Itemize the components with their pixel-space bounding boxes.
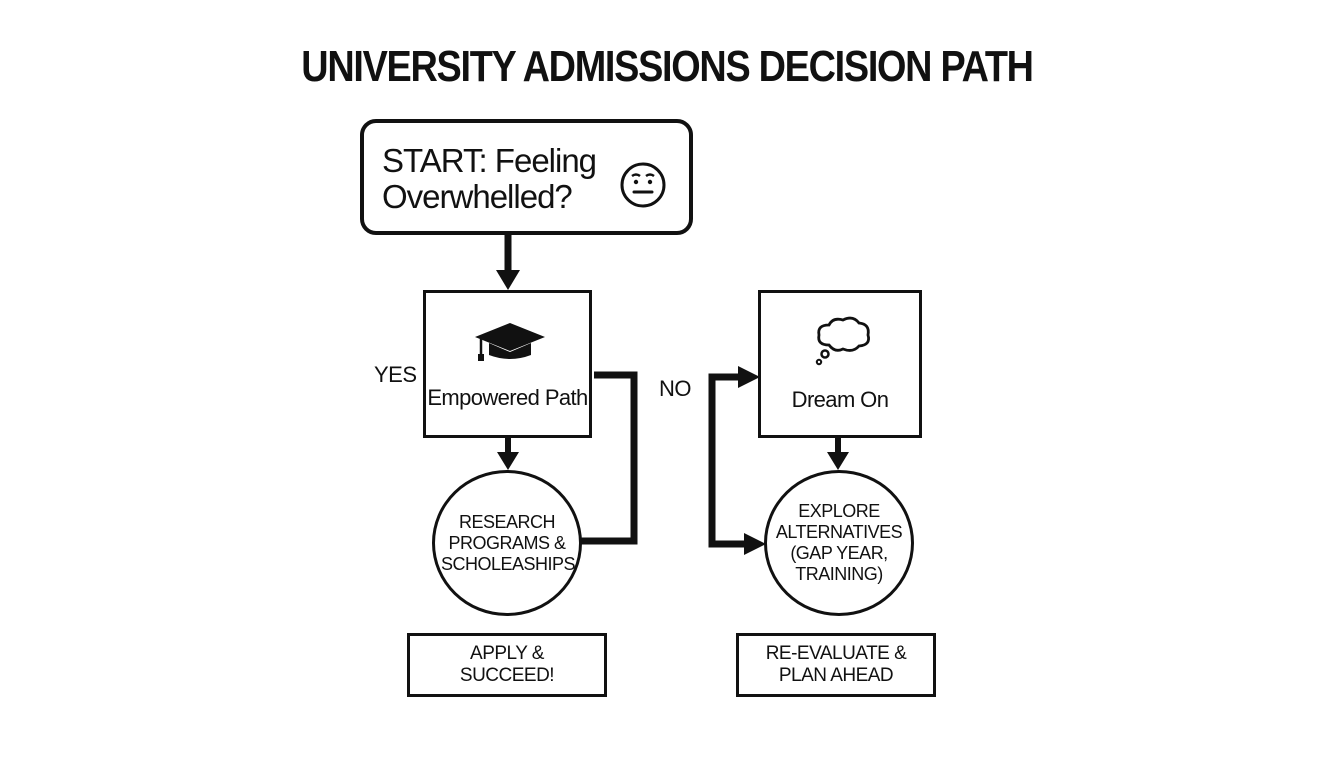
connector-research-to-empowered-loop bbox=[580, 371, 638, 545]
no-label: NO bbox=[659, 376, 692, 401]
start-node: START: Feeling Overwhelled? bbox=[360, 119, 693, 235]
empowered-path-label: Empowered Path bbox=[427, 385, 588, 410]
start-label: START: Feeling Overwhelled? bbox=[382, 142, 597, 215]
arrow-start-to-empowered bbox=[496, 235, 520, 290]
research-programs-node: RESEARCH PROGRAMS & SCHOLEASHIPS bbox=[432, 470, 582, 616]
explore-alternatives-label: EXPLORE ALTERNATIVES (GAP YEAR, TRAINING… bbox=[775, 501, 903, 584]
arrow-empowered-to-research bbox=[497, 437, 519, 470]
re-evaluate-label: RE-EVALUATE & PLAN AHEAD bbox=[765, 643, 907, 686]
empowered-path-node: Empowered Path bbox=[423, 290, 592, 438]
dream-on-node: Dream On bbox=[758, 290, 922, 438]
arrow-no-to-dream-on bbox=[708, 366, 760, 548]
apply-succeed-node: APPLY & SUCCEED! bbox=[407, 633, 607, 697]
explore-alternatives-node: EXPLORE ALTERNATIVES (GAP YEAR, TRAINING… bbox=[764, 470, 914, 616]
graduation-cap-icon bbox=[475, 323, 545, 361]
re-evaluate-node: RE-EVALUATE & PLAN AHEAD bbox=[736, 633, 936, 697]
dream-on-label: Dream On bbox=[791, 387, 889, 412]
arrow-dream-on-to-explore bbox=[827, 437, 849, 470]
worried-face-icon bbox=[620, 162, 666, 208]
diagram-title: UNIVERSITY ADMISSIONS DECISION PATH bbox=[301, 42, 1034, 91]
yes-label: YES bbox=[374, 362, 417, 387]
thought-bubble-icon bbox=[815, 316, 870, 366]
arrow-no-to-explore bbox=[744, 533, 766, 555]
research-programs-label: RESEARCH PROGRAMS & SCHOLEASHIPS bbox=[441, 511, 576, 574]
apply-succeed-label: APPLY & SUCCEED! bbox=[459, 643, 555, 686]
